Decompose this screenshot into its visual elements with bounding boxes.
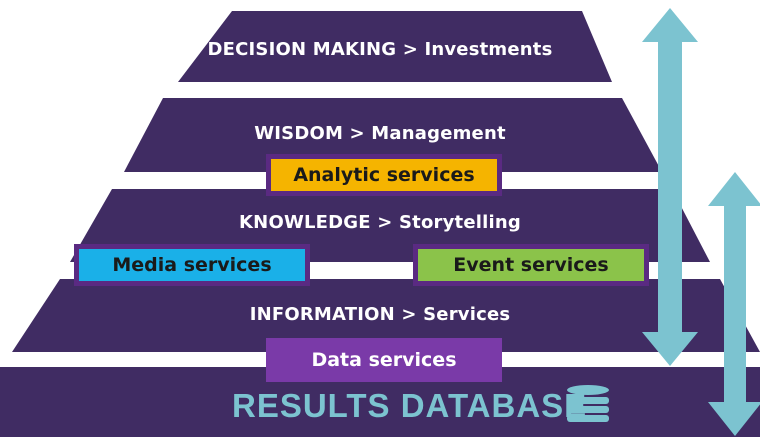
tier-information-shape	[12, 279, 760, 352]
media-services-box: Media services	[74, 244, 310, 286]
tier-information-label: INFORMATION > Services	[249, 304, 511, 325]
database-stack-icon	[567, 385, 609, 422]
tier-decision-shape	[178, 11, 612, 82]
tier-wisdom-shape	[124, 98, 662, 172]
results-database-title: RESULTS DATABASE	[232, 387, 588, 424]
tier-wisdom-label: WISDOM > Management	[254, 123, 506, 144]
tier-decision-label: DECISION MAKING > Investments	[207, 39, 553, 60]
event-services-box: Event services	[413, 244, 649, 286]
double-arrow-icon-decision-to-information	[642, 8, 698, 366]
analytic-services-box: Analytic services	[266, 154, 502, 196]
double-arrow-icon-knowledge-to-database	[708, 172, 760, 436]
tier-knowledge-label: KNOWLEDGE > Storytelling	[239, 212, 521, 233]
tier-knowledge-shape	[70, 189, 710, 262]
data-services-box: Data services	[266, 338, 502, 382]
